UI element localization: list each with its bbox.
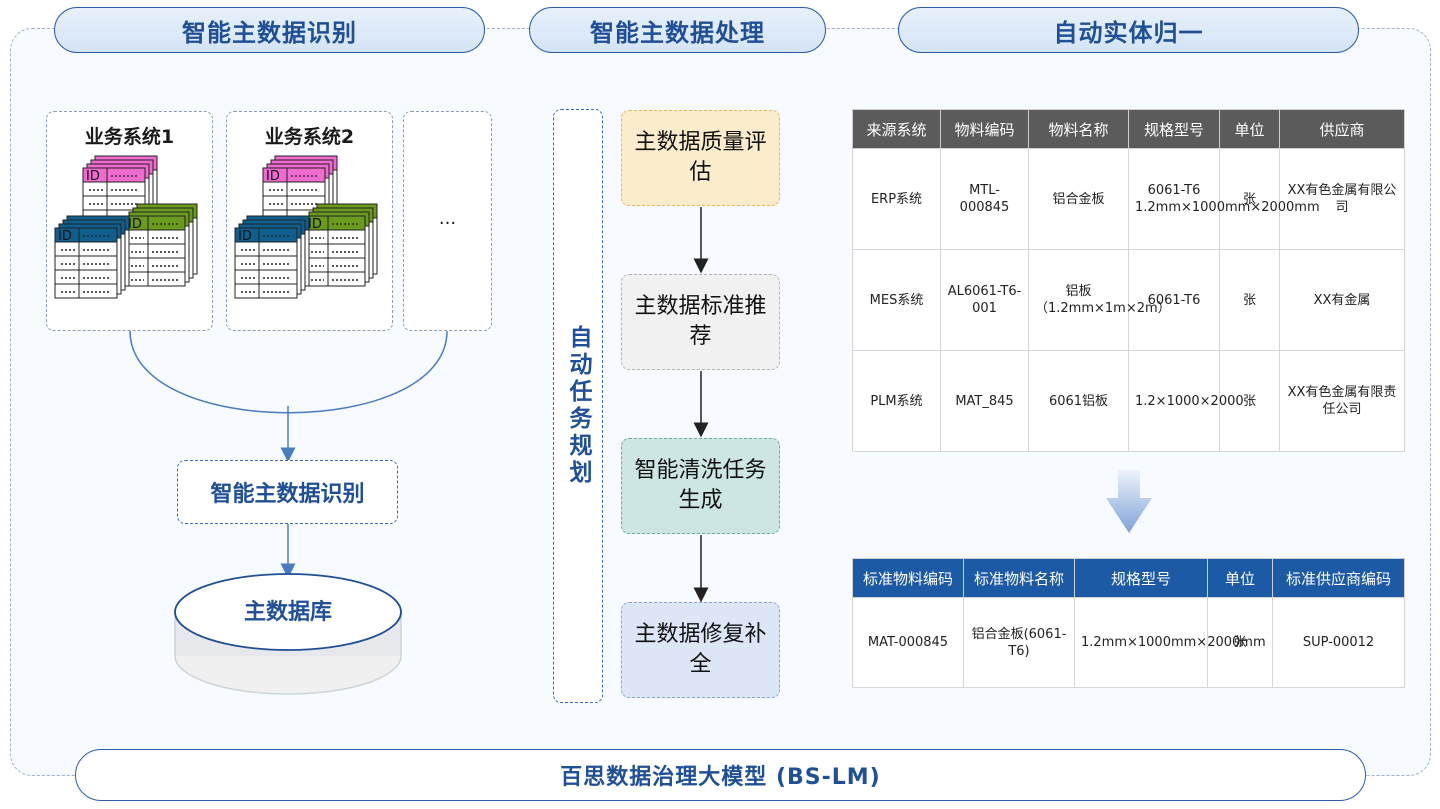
system-2-tables: ID ID ID (234, 155, 378, 299)
id-tag: ID (58, 229, 72, 244)
down-arrow-icon (1106, 470, 1152, 533)
id-tag: ID (308, 217, 322, 232)
col-header: 标准物料编码 (852, 558, 964, 598)
table-cell: 铝合金板 (1028, 148, 1129, 250)
id-tag: ID (238, 229, 252, 244)
table-cell: MAT_845 (940, 350, 1029, 452)
col-header: 规格型号 (1074, 558, 1208, 598)
step-cleaning-task-label: 智能清洗任务生成 (634, 458, 767, 513)
header-middle: 智能主数据处理 (529, 7, 826, 53)
step-quality-eval-label: 主数据质量评估 (634, 130, 767, 185)
system-1-box: 业务系统1 ID ID ID (46, 111, 213, 331)
planning-box: 自动任务规划 (553, 109, 603, 703)
col-header: 标准物料名称 (963, 558, 1075, 598)
table-cell: 6061铝板 (1028, 350, 1129, 452)
table-cell: 1.2mm×1000mm×2000mm (1074, 597, 1266, 688)
table-row: MAT-000845 铝合金板(6061-T6) 1.2mm×1000mm×20… (852, 597, 1405, 688)
table-cell: PLM系统 (852, 350, 941, 452)
col-header: 单位 (1219, 109, 1280, 149)
table-cell: 张 (1207, 597, 1273, 688)
step-standard-recommend-label: 主数据标准推荐 (634, 294, 767, 349)
col-header: 标准供应商编码 (1272, 558, 1405, 598)
table-cell: XX有色金属有限责任公司 (1279, 350, 1405, 452)
step-quality-eval: 主数据质量评估 (621, 110, 780, 206)
col-header: 物料编码 (940, 109, 1029, 149)
id-tag: ID (86, 169, 100, 184)
table-cell: AL6061-T6-001 (940, 249, 1029, 351)
step-cleaning-task: 智能清洗任务生成 (621, 438, 780, 534)
table-row: ERP系统 MTL-000845 铝合金板 6061-T6 1.2mm×1000… (852, 148, 1405, 250)
system-more-box: ... (403, 111, 492, 331)
standard-data-table: 标准物料编码 标准物料名称 规格型号 单位 标准供应商编码 MAT-000845… (852, 558, 1405, 688)
id-tag: ID (266, 169, 280, 184)
system-1-tables: ID ID ID (54, 155, 198, 299)
footer-model-banner: 百思数据治理大模型 (BS-LM) (75, 749, 1366, 801)
step-repair-complete: 主数据修复补全 (621, 602, 780, 698)
col-header: 来源系统 (852, 109, 941, 149)
id-tag: ID (128, 217, 142, 232)
table-cell: 张 (1219, 249, 1280, 351)
col-header: 物料名称 (1028, 109, 1129, 149)
table-cell: SUP-00012 (1272, 597, 1405, 688)
table-row: MES系统 AL6061-T6-001 铝板（1.2mm×1m×2m） 6061… (852, 249, 1405, 351)
header-right: 自动实体归一 (898, 7, 1359, 53)
table-cell: 6061-T6 (1128, 249, 1220, 351)
table-cell: 铝板（1.2mm×1m×2m） (1028, 249, 1171, 351)
header-left: 智能主数据识别 (54, 7, 485, 53)
table-cell: 1.2×1000×2000 (1128, 350, 1244, 452)
table-cell: 6061-T6 1.2mm×1000mm×2000mm (1128, 148, 1320, 250)
table-cell: XX有金属 (1279, 249, 1405, 351)
col-header: 供应商 (1279, 109, 1405, 149)
identify-box: 智能主数据识别 (177, 460, 398, 524)
table-cell: MTL-000845 (940, 148, 1029, 250)
table-cell: MES系统 (852, 249, 941, 351)
system-more-ellipsis: ... (438, 208, 457, 229)
step-repair-complete-label: 主数据修复补全 (634, 622, 767, 677)
system-2-title: 业务系统2 (264, 126, 355, 148)
table-row: PLM系统 MAT_845 6061铝板 1.2×1000×2000 张 XX有… (852, 350, 1405, 452)
system-1-title: 业务系统1 (84, 126, 175, 148)
col-header: 单位 (1207, 558, 1273, 598)
database-label: 主数据库 (243, 600, 332, 625)
source-data-table: 来源系统 物料编码 物料名称 规格型号 单位 供应商 ERP系统 MTL-000… (852, 109, 1405, 452)
system-2-box: 业务系统2 ID ID ID (226, 111, 393, 331)
table-cell: 张 (1219, 148, 1280, 250)
col-header: 规格型号 (1128, 109, 1220, 149)
database-icon (174, 573, 402, 695)
table-cell: MAT-000845 (852, 597, 964, 688)
source-table-header: 来源系统 物料编码 物料名称 规格型号 单位 供应商 (852, 109, 1405, 149)
table-cell: ERP系统 (852, 148, 941, 250)
standard-table-header: 标准物料编码 标准物料名称 规格型号 单位 标准供应商编码 (852, 558, 1405, 598)
step-standard-recommend: 主数据标准推荐 (621, 274, 780, 370)
table-cell: 铝合金板(6061-T6) (963, 597, 1075, 688)
table-cell: XX有色金属有限公司 (1279, 148, 1405, 250)
